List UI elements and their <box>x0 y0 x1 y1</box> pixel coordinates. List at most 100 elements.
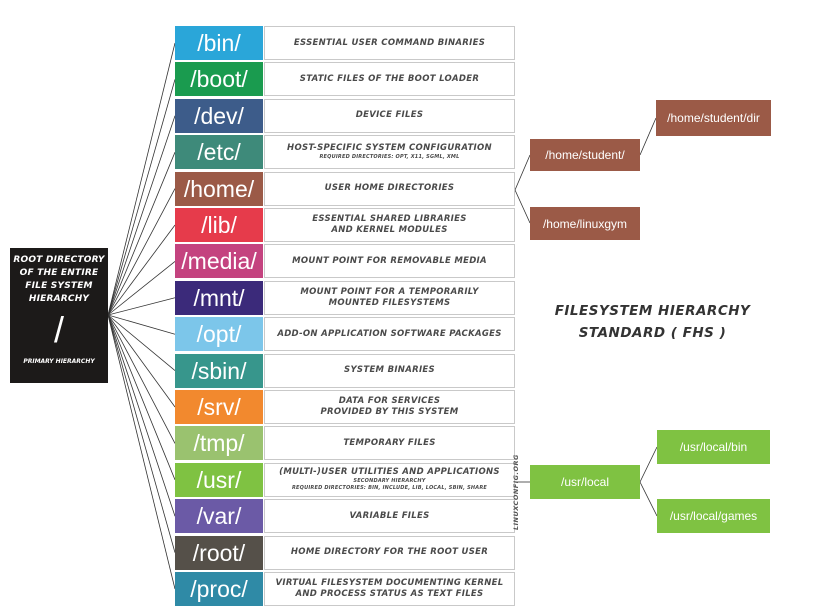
directory-name[interactable]: /bin/ <box>175 26 263 60</box>
directory-row[interactable]: /opt/ADD-ON APPLICATION SOFTWARE PACKAGE… <box>175 317 515 352</box>
connector-line <box>107 314 176 408</box>
home-student-box[interactable]: /home/student/ <box>530 139 640 171</box>
description-line1: MOUNT POINT FOR A TEMPORARILY <box>300 286 479 297</box>
directory-description: USER HOME DIRECTORIES <box>264 171 515 206</box>
directory-row[interactable]: /dev/DEVICE FILES <box>175 98 515 133</box>
directory-row[interactable]: /proc/VIRTUAL FILESYSTEM DOCUMENTING KER… <box>175 572 515 606</box>
connector-line <box>107 224 176 316</box>
connector-line <box>107 314 176 553</box>
directory-name[interactable]: /boot/ <box>175 62 263 97</box>
directory-name[interactable]: /usr/ <box>175 462 263 497</box>
description-line1: ESSENTIAL SHARED LIBRARIES <box>312 214 467 224</box>
directory-row[interactable]: /var/VARIABLE FILES <box>175 499 515 534</box>
directory-name[interactable]: /root/ <box>175 535 263 570</box>
directory-name[interactable]: /dev/ <box>175 98 263 133</box>
primary-hierarchy-label: PRIMARY HIERARCHY <box>23 358 95 365</box>
directory-description: ESSENTIAL USER COMMAND BINARIES <box>264 26 515 60</box>
description-line1: VIRTUAL FILESYSTEM DOCUMENTING KERNEL <box>275 578 504 588</box>
description-line1: ESSENTIAL USER COMMAND BINARIES <box>293 37 486 48</box>
description-line1: HOST-SPECIFIC SYSTEM CONFIGURATION <box>287 143 492 154</box>
description-line1: STATIC FILES OF THE BOOT LOADER <box>299 73 480 84</box>
directory-description: ADD-ON APPLICATION SOFTWARE PACKAGES <box>264 317 515 352</box>
usr-local-bin-box[interactable]: /usr/local/bin <box>657 430 770 464</box>
connector-line <box>107 314 176 480</box>
description-line1: USER HOME DIRECTORIES <box>324 183 455 194</box>
connector-line <box>107 152 176 316</box>
description-line1: DATA FOR SERVICES <box>338 396 441 406</box>
connector-line <box>107 314 176 590</box>
fhs-heading-line1: FILESYSTEM HIERARCHY <box>554 303 751 319</box>
connector-line <box>107 314 176 517</box>
directory-row[interactable]: /root/HOME DIRECTORY FOR THE ROOT USER <box>175 535 515 570</box>
directory-name[interactable]: /proc/ <box>175 572 263 606</box>
directory-description: VARIABLE FILES <box>264 499 515 534</box>
description-line1: (MULTI-)USER UTILITIES AND APPLICATIONS <box>279 467 500 478</box>
connector-line <box>107 314 176 444</box>
directory-name[interactable]: /srv/ <box>175 390 263 424</box>
description-small2: REQUIRED DIRECTORIES: BIN, INCLUDE, LIB,… <box>292 485 487 492</box>
directory-row[interactable]: /sbin/SYSTEM BINARIES <box>175 353 515 388</box>
description-line1: SYSTEM BINARIES <box>344 365 435 376</box>
usr-local-games-box[interactable]: /usr/local/games <box>657 499 770 533</box>
connector-line <box>107 188 176 316</box>
directory-name[interactable]: /mnt/ <box>175 280 263 315</box>
description-small1: SECONDARY HIERARCHY <box>353 478 426 485</box>
home-student-dir-box[interactable]: /home/student/dir <box>656 100 771 136</box>
connector-line <box>514 189 531 224</box>
description-line2: PROVIDED BY THIS SYSTEM <box>320 407 459 417</box>
directory-name[interactable]: /opt/ <box>175 317 263 352</box>
fhs-heading: FILESYSTEM HIERARCHY STANDARD ( FHS ) <box>545 300 760 344</box>
root-slash-symbol: / <box>53 309 64 350</box>
connector-line <box>107 314 176 371</box>
directory-name[interactable]: /home/ <box>175 171 263 206</box>
connector-line <box>639 117 657 156</box>
usr-local-box[interactable]: /usr/local <box>530 465 640 499</box>
directory-description: SYSTEM BINARIES <box>264 353 515 388</box>
description-line1: TEMPORARY FILES <box>343 437 436 448</box>
directory-name[interactable]: /lib/ <box>175 208 263 242</box>
directory-name[interactable]: /sbin/ <box>175 353 263 388</box>
directory-name[interactable]: /tmp/ <box>175 426 263 461</box>
directory-row[interactable]: /usr/(MULTI-)USER UTILITIES AND APPLICAT… <box>175 462 515 497</box>
directory-row[interactable]: /media/MOUNT POINT FOR REMOVABLE MEDIA <box>175 244 515 279</box>
description-line1: VARIABLE FILES <box>349 510 430 521</box>
directory-row[interactable]: /bin/ESSENTIAL USER COMMAND BINARIES <box>175 26 515 60</box>
connector-line <box>514 154 531 191</box>
directory-description: DEVICE FILES <box>264 98 515 133</box>
connector-line <box>639 481 658 517</box>
description-line1: DEVICE FILES <box>355 110 424 121</box>
connector-line <box>107 79 176 316</box>
description-line2: AND PROCESS STATUS AS TEXT FILES <box>295 589 484 599</box>
directory-name[interactable]: /var/ <box>175 499 263 534</box>
description-line2: AND KERNEL MODULES <box>331 225 448 235</box>
connector-line <box>107 297 176 316</box>
directory-row[interactable]: /tmp/TEMPORARY FILES <box>175 426 515 461</box>
credit-label: LINUXCONFIG.ORG <box>512 454 520 530</box>
connector-line <box>107 314 176 335</box>
description-line1: HOME DIRECTORY FOR THE ROOT USER <box>290 547 489 558</box>
connector-line <box>107 42 176 316</box>
directory-description: MOUNT POINT FOR REMOVABLE MEDIA <box>264 244 515 279</box>
root-directory-title: ROOT DIRECTORY OF THE ENTIRE FILE SYSTEM… <box>13 255 105 304</box>
description-line2: MOUNTED FILESYSTEMS <box>328 297 451 308</box>
directory-row[interactable]: /boot/STATIC FILES OF THE BOOT LOADER <box>175 62 515 97</box>
root-directory-box[interactable]: ROOT DIRECTORY OF THE ENTIRE FILE SYSTEM… <box>10 248 108 383</box>
directory-name[interactable]: /etc/ <box>175 135 263 170</box>
directory-name[interactable]: /media/ <box>175 244 263 279</box>
directory-description: TEMPORARY FILES <box>264 426 515 461</box>
connector-line <box>107 261 176 316</box>
connector-line <box>107 115 176 316</box>
directory-description: HOME DIRECTORY FOR THE ROOT USER <box>264 535 515 570</box>
connector-line <box>639 446 658 483</box>
home-linuxgym-box[interactable]: /home/linuxgym <box>530 207 640 240</box>
directory-row[interactable]: /home/USER HOME DIRECTORIES <box>175 171 515 206</box>
